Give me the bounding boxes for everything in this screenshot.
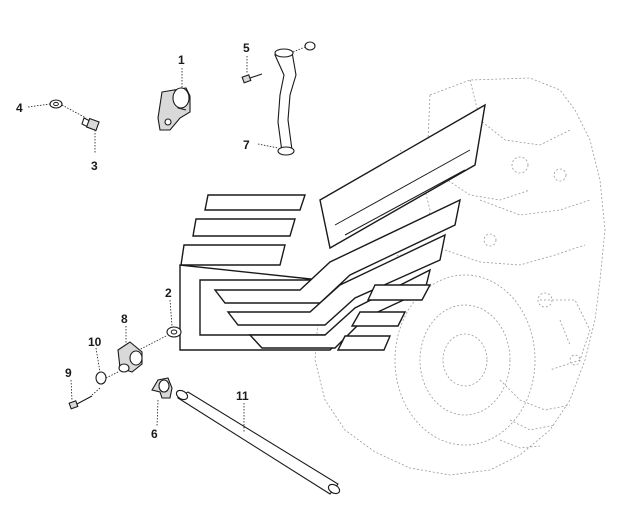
part-2-washer — [134, 299, 182, 353]
callout-6: 6 — [151, 427, 158, 441]
part-9-screw — [68, 379, 101, 410]
part-6-clamp — [151, 377, 173, 427]
part-4-washer — [27, 99, 87, 119]
callout-10: 10 — [88, 335, 102, 349]
part-8-elbow-connector — [117, 326, 143, 373]
callout-3: 3 — [91, 159, 98, 173]
part-11-tube — [175, 389, 341, 495]
callout-9: 9 — [65, 366, 72, 380]
callout-7: 7 — [243, 138, 250, 152]
callout-11: 11 — [236, 389, 249, 403]
part-3-screw — [81, 117, 100, 154]
part-7-hose — [257, 41, 316, 156]
callout-8: 8 — [121, 312, 128, 326]
callout-2: 2 — [165, 286, 172, 300]
part-10-o-ring — [95, 347, 119, 385]
part-5-screw — [241, 56, 263, 84]
callout-1: 1 — [178, 53, 185, 67]
brand-logo-graphic — [179, 103, 486, 351]
part-1-bracket — [157, 68, 191, 131]
callout-4: 4 — [16, 101, 23, 115]
engine-crankcase-outline — [314, 77, 606, 476]
callout-5: 5 — [243, 41, 250, 55]
